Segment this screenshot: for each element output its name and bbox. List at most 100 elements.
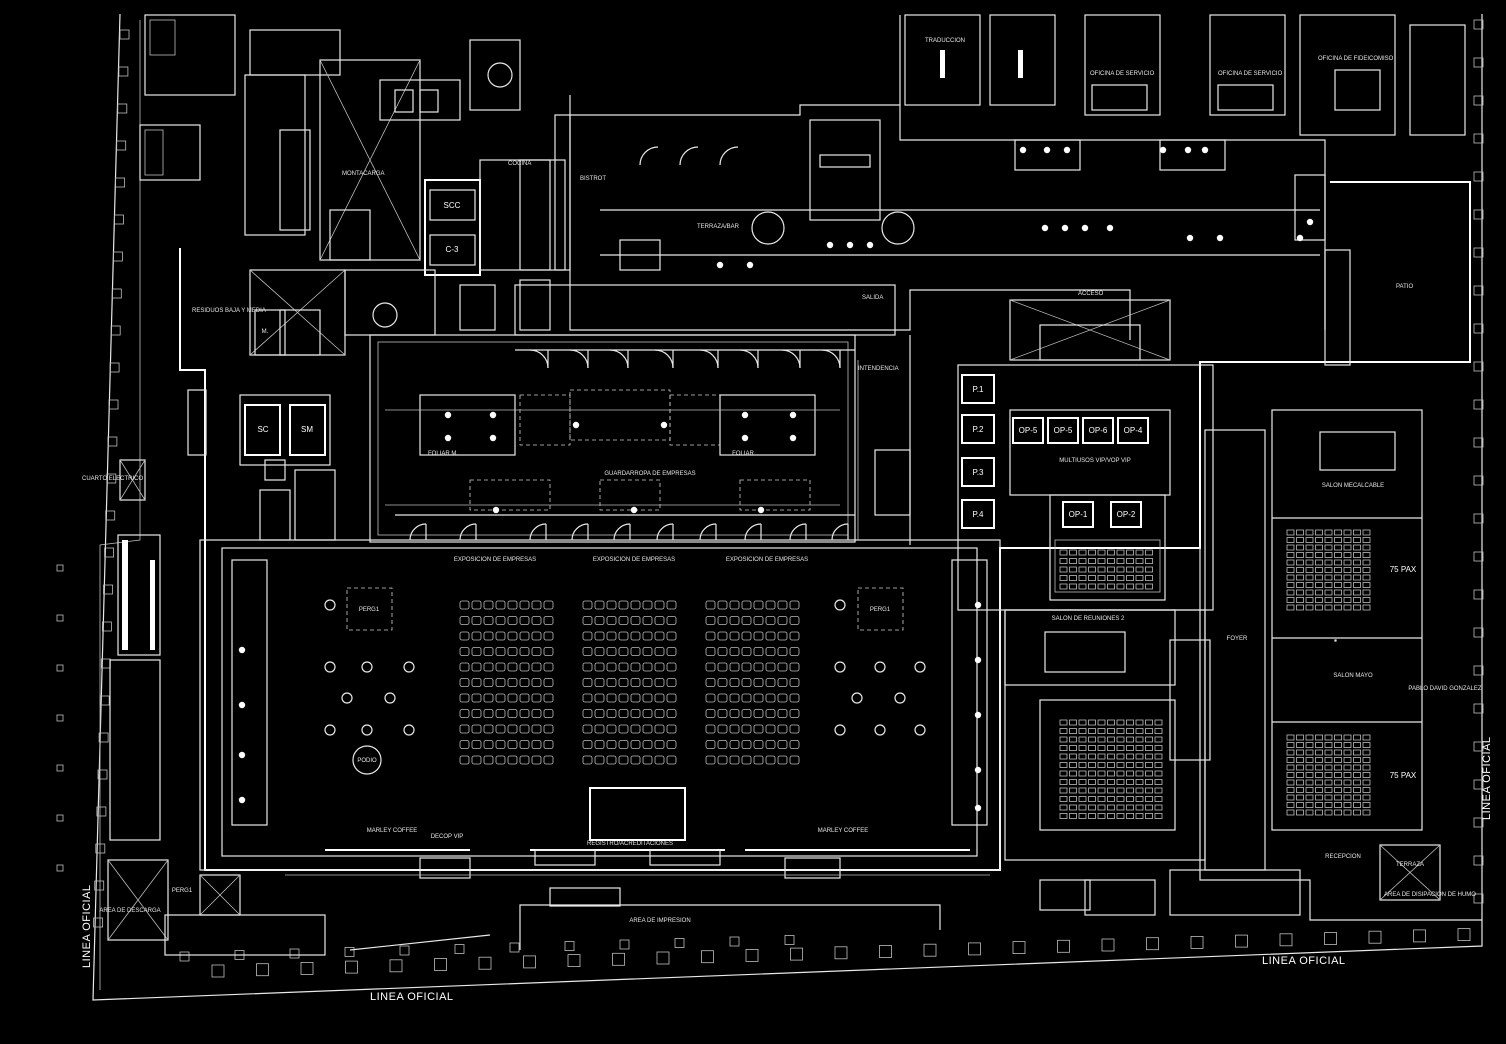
room-label-p4: P.4 bbox=[973, 510, 985, 519]
classroom-seat bbox=[1097, 813, 1106, 819]
seat bbox=[765, 678, 776, 687]
column-marker bbox=[1473, 779, 1484, 790]
seat bbox=[729, 755, 740, 765]
cocktail-table bbox=[324, 599, 336, 611]
room-label-pablo-david: PABLO DAVID GONZALEZ bbox=[1408, 686, 1481, 692]
seat bbox=[471, 662, 482, 672]
classroom-seat bbox=[1078, 745, 1087, 751]
seat bbox=[789, 740, 800, 749]
classroom-seat bbox=[1353, 537, 1361, 543]
classroom-seat bbox=[1286, 809, 1295, 816]
seat bbox=[606, 740, 617, 749]
seat bbox=[471, 616, 482, 625]
column-marker bbox=[1057, 939, 1070, 953]
classroom-seat bbox=[1135, 558, 1144, 564]
classroom-seat bbox=[1135, 787, 1144, 794]
classroom-seat bbox=[1305, 772, 1314, 778]
door-swing bbox=[739, 349, 759, 369]
seat bbox=[495, 724, 506, 734]
seat bbox=[729, 631, 740, 641]
classroom-seat bbox=[1305, 742, 1314, 748]
column-marker bbox=[118, 66, 129, 77]
classroom-seat bbox=[1324, 597, 1333, 603]
room-label-residuos: RESIDUOS BAJA Y MEDIA bbox=[192, 308, 266, 314]
seat bbox=[741, 600, 752, 610]
classroom-seat bbox=[1145, 787, 1153, 794]
classroom-seat bbox=[1154, 796, 1163, 802]
seat bbox=[765, 631, 776, 641]
column-marker bbox=[1279, 933, 1293, 947]
classroom-seat bbox=[1296, 582, 1304, 588]
seat bbox=[531, 647, 542, 656]
cocktail-table bbox=[834, 661, 846, 673]
classroom-seat bbox=[1145, 813, 1153, 819]
room-label-acceso: ACCESO bbox=[1078, 291, 1104, 297]
classroom-seat bbox=[1059, 575, 1068, 581]
seat bbox=[717, 678, 728, 687]
seat bbox=[630, 709, 641, 718]
light-fixture bbox=[1184, 146, 1192, 154]
classroom-seat bbox=[1305, 779, 1314, 786]
seat bbox=[717, 631, 728, 641]
column-marker bbox=[115, 177, 125, 188]
room-label-exposicion-3: EXPOSICION DE EMPRESAS bbox=[726, 557, 808, 563]
classroom-seat bbox=[1116, 575, 1125, 581]
seat bbox=[753, 724, 764, 734]
seat bbox=[483, 740, 494, 749]
seat bbox=[582, 662, 593, 672]
hall-doors bbox=[409, 146, 849, 541]
classroom-seat bbox=[1305, 552, 1314, 558]
classroom-seat bbox=[1154, 736, 1163, 743]
seat bbox=[777, 693, 788, 703]
seat bbox=[630, 631, 641, 641]
seat bbox=[789, 631, 800, 641]
seat bbox=[741, 647, 752, 656]
seat bbox=[777, 678, 788, 687]
classroom-seat bbox=[1107, 719, 1115, 726]
classroom-seat bbox=[1059, 779, 1068, 785]
light-fixture bbox=[716, 261, 724, 269]
seat bbox=[789, 693, 800, 703]
classroom-seat bbox=[1286, 794, 1295, 801]
classroom-seat bbox=[1116, 787, 1125, 794]
classroom-seat bbox=[1315, 537, 1323, 543]
seat bbox=[654, 631, 665, 641]
column-marker bbox=[923, 943, 937, 957]
cocktail-tables bbox=[324, 599, 926, 736]
column-marker bbox=[1324, 932, 1337, 945]
cocktail-table bbox=[361, 661, 373, 673]
seat bbox=[531, 678, 542, 687]
classroom-seat bbox=[1305, 757, 1314, 763]
column-marker bbox=[289, 948, 300, 959]
classroom-seat bbox=[1353, 582, 1361, 588]
classroom-seat bbox=[1097, 728, 1106, 734]
seat bbox=[618, 740, 629, 749]
seat bbox=[741, 616, 752, 625]
classroom-seat bbox=[1296, 597, 1304, 603]
classroom-seat bbox=[1286, 772, 1295, 778]
classroom-seat bbox=[1145, 736, 1153, 743]
seat bbox=[705, 709, 716, 718]
classroom-seat bbox=[1135, 813, 1144, 819]
classroom-seat bbox=[1324, 764, 1333, 771]
classroom-seat bbox=[1343, 604, 1352, 611]
seat bbox=[789, 647, 800, 656]
classroom-seat bbox=[1343, 757, 1352, 763]
classroom-seat bbox=[1135, 745, 1144, 751]
room-label-intendencia: INTENDENCIA bbox=[858, 366, 899, 372]
seat bbox=[531, 724, 542, 734]
capacity-label-bottom: 75 PAX bbox=[1390, 771, 1417, 780]
classroom-seat bbox=[1126, 719, 1134, 726]
seat bbox=[594, 647, 605, 656]
seat bbox=[753, 616, 764, 625]
classroom-seat bbox=[1334, 544, 1342, 551]
classroom-seat bbox=[1116, 813, 1125, 819]
seat bbox=[765, 709, 776, 718]
column-marker bbox=[345, 960, 358, 974]
classroom-seat bbox=[1324, 529, 1333, 536]
seat bbox=[642, 616, 653, 625]
classroom-seat bbox=[1315, 764, 1323, 771]
classroom-seat bbox=[1343, 582, 1352, 588]
classroom-seat bbox=[1343, 809, 1352, 816]
classroom-seat bbox=[1324, 794, 1333, 801]
